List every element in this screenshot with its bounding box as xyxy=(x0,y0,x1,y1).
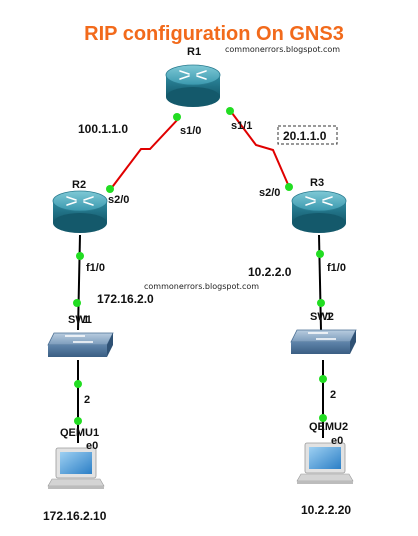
label-r2: R2 xyxy=(72,179,86,191)
link-r1-r3[interactable] xyxy=(231,112,291,190)
switch-icon xyxy=(290,329,357,355)
label-r3: R3 xyxy=(310,177,324,189)
router-icon xyxy=(291,190,347,234)
port-dot xyxy=(319,414,327,422)
network-r1-r2: 100.1.1.0 xyxy=(78,122,128,136)
port-dot xyxy=(173,113,181,121)
pc-icon xyxy=(47,447,105,490)
port-dot xyxy=(285,183,293,191)
label-sw2: SW2 xyxy=(310,311,334,323)
if-qemu2-e0: e0 xyxy=(331,435,343,447)
label-qemu2: QEMU2 xyxy=(309,421,348,433)
port-dot xyxy=(74,380,82,388)
router-icon xyxy=(52,190,108,234)
port-dot xyxy=(74,417,82,425)
link-r1-r2[interactable] xyxy=(109,116,181,191)
if-r2-f1-0: f1/0 xyxy=(86,262,105,274)
pc-qemu1[interactable] xyxy=(47,447,105,490)
if-qemu1-e0: e0 xyxy=(86,440,98,452)
port-dot xyxy=(316,250,324,258)
port-dot xyxy=(317,299,325,307)
port-dots xyxy=(73,107,327,425)
watermark-middle: commonerrors.blogspot.com xyxy=(144,282,259,291)
if-r3-f1-0: f1/0 xyxy=(327,262,346,274)
switch-icon xyxy=(47,332,114,358)
port-dot xyxy=(226,107,234,115)
watermark-top: commonerrors.blogspot.com xyxy=(225,45,340,54)
switch-sw1[interactable] xyxy=(47,332,114,358)
label-sw1: SW1 xyxy=(68,314,92,326)
host-ip-qemu1: 172.16.2.10 xyxy=(43,509,107,523)
pc-qemu2[interactable] xyxy=(296,442,354,485)
pc-icon xyxy=(296,442,354,485)
if-r1-s1-1: s1/1 xyxy=(231,120,252,132)
port-dot xyxy=(73,299,81,307)
network-lan1: 172.16.2.0 xyxy=(97,292,154,306)
label-r1: R1 xyxy=(187,46,201,58)
if-r1-s1-0: s1/0 xyxy=(180,125,201,137)
port-dot xyxy=(106,185,114,193)
port-dot xyxy=(319,375,327,383)
if-sw2-port-1: 1 xyxy=(326,311,332,323)
label-qemu1: QEMU1 xyxy=(60,427,99,439)
network-lan2: 10.2.2.0 xyxy=(248,265,292,279)
router-r3[interactable] xyxy=(291,190,347,234)
if-sw1-port-1: 1 xyxy=(83,314,89,326)
if-sw1-port-2: 2 xyxy=(84,394,90,406)
router-r2[interactable] xyxy=(52,190,108,234)
host-ip-qemu2: 10.2.2.20 xyxy=(301,503,351,517)
router-r1[interactable] xyxy=(165,64,221,108)
if-r2-s2-0: s2/0 xyxy=(108,194,129,206)
port-dot xyxy=(76,252,84,260)
if-sw2-port-2: 2 xyxy=(330,389,336,401)
switch-sw2[interactable] xyxy=(290,329,357,355)
link-r2-sw1[interactable] xyxy=(77,234,81,331)
network-r1-r3: 20.1.1.0 xyxy=(283,129,327,143)
router-icon xyxy=(165,64,221,108)
network-r1-r3-box xyxy=(277,125,338,145)
diagram-title: RIP configuration On GNS3 xyxy=(84,23,344,45)
if-r3-s2-0: s2/0 xyxy=(259,187,280,199)
